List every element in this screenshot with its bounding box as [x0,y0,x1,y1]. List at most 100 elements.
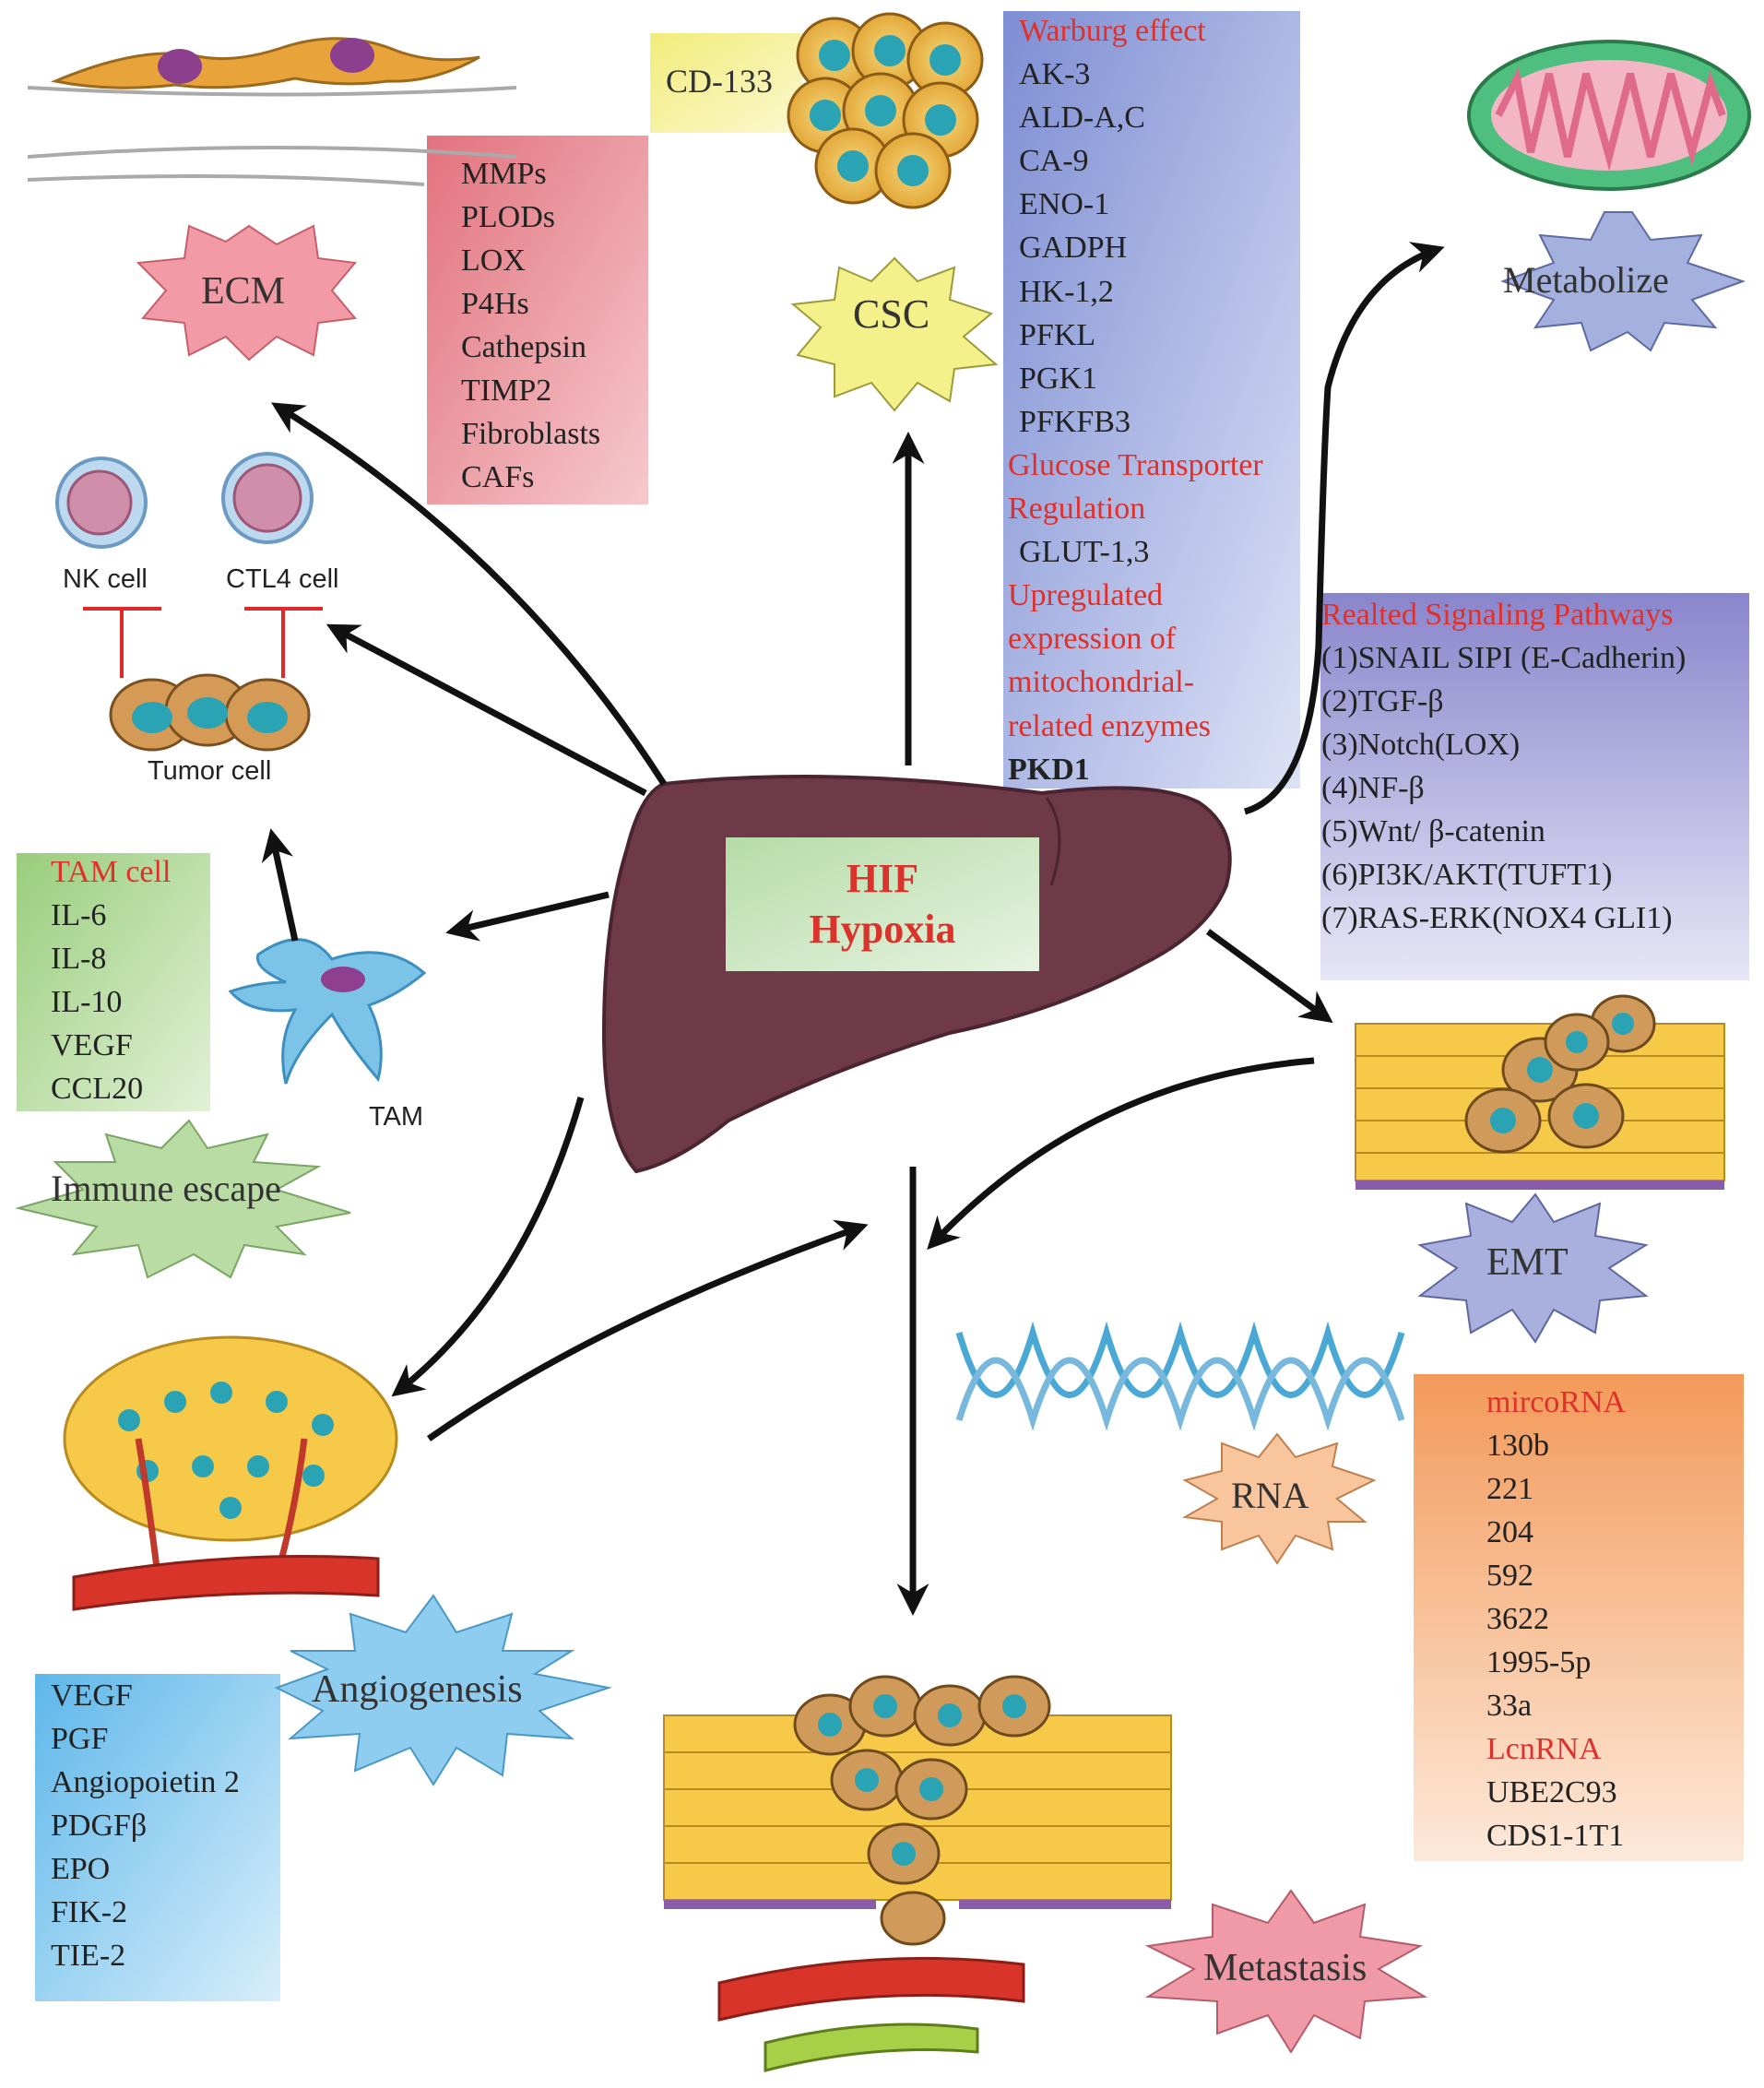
mito-header: mitochondrial- [1008,665,1195,700]
ecm-item: LOX [461,243,526,278]
warburg-item: HK-1,2 [1019,274,1114,309]
signaling-item: (2)TGF-β [1321,684,1444,718]
rna-box-bg [1414,1374,1744,1861]
angio-item: TIE-2 [51,1939,126,1973]
emt-starburst [1417,1192,1649,1344]
tam-item: CCL20 [51,1072,144,1106]
mito-header: Upregulated [1008,578,1164,613]
nk-cell-illustration [55,457,148,549]
ecm-starburst [136,224,357,362]
rna-label: RNA [1231,1475,1309,1516]
metastasis-tissue-illustration [663,1675,1172,2072]
tam-item: IL-6 [51,898,107,932]
rna-list: mircoRNA 130b 221 204 592 3622 1995-5p 3… [1486,1381,1626,1857]
ecm-box-bg [427,136,648,504]
warburg-item: ENO-1 [1019,187,1110,222]
ecm-item: PLODs [461,200,556,234]
signaling-item: (5)Wnt/ β-catenin [1321,814,1545,848]
hub-box-bg [726,837,1039,971]
ecm-label: ECM [201,270,286,313]
tam-cell-illustration [228,938,427,1085]
mirna-item: 33a [1486,1689,1533,1723]
tam-cytokine-list: TAM cell IL-6 IL-8 IL-10 VEGF CCL20 [51,850,171,1110]
ecm-item: Fibroblasts [461,417,601,451]
rna-starburst [1181,1432,1377,1565]
mirna-item: 221 [1486,1472,1533,1506]
tumor-cell-label: Tumor cell [148,756,272,786]
angiogenesis-list: VEGF PGF Angiopoietin 2 PDGFβ EPO FIK-2 … [51,1674,240,1977]
signaling-list: Realted Signaling Pathways (1)SNAIL SIPI… [1321,593,1686,940]
angiogenesis-tumor-illustration [63,1335,398,1611]
cd133-marker: CD-133 [666,63,773,100]
csc-label: CSC [853,291,930,337]
metabolize-label: Metabolize [1503,259,1669,301]
mirna-header: mircoRNA [1486,1385,1627,1419]
signaling-item: (7)RAS-ERK(NOX4 GLI1) [1321,901,1673,935]
mito-header: related enzymes [1008,708,1211,743]
csc-starburst [790,256,999,412]
tam-item: IL-8 [51,942,107,976]
lncrna-item: UBE2C93 [1486,1775,1617,1809]
emt-tissue-illustration [1355,994,1725,1190]
warburg-item: AK-3 [1019,57,1091,92]
warburg-item: CA-9 [1019,144,1089,179]
mirna-item: 204 [1486,1515,1533,1549]
glut-header-2: Regulation [1008,492,1146,527]
arrow-to-metabolize [1243,242,1445,815]
signaling-item: (4)NF-β [1321,771,1425,805]
nk-cell-label: NK cell [63,564,148,594]
angio-item: PGF [51,1722,109,1756]
arrow-angiogenesis-to-center [426,1219,869,1441]
metastasis-starburst [1144,1889,1428,2054]
tam-box-bg [17,853,210,1111]
tam-item: IL-10 [51,985,123,1019]
tumor-cells-illustration [109,673,311,752]
immune-escape-starburst [15,1119,351,1279]
ecm-item: Cathepsin [461,330,586,364]
ecm-factors-list: MMPs PLODs LOX P4Hs Cathepsin TIMP2 Fibr… [461,152,600,499]
inhibition-bars [83,607,323,678]
immune-escape-label: Immune escape [51,1168,281,1209]
flow-arrows [261,242,1445,1616]
angio-item: Angiopoietin 2 [51,1765,240,1799]
angio-item: EPO [51,1852,111,1886]
tam-label: TAM [369,1102,424,1132]
signaling-item: (6)PI3K/AKT(TUFT1) [1321,858,1613,892]
mirna-item: 3622 [1486,1602,1549,1636]
angio-item: PDGFβ [51,1809,148,1843]
ctl-cell-illustration [221,452,314,544]
warburg-header: Warburg effect [1019,14,1206,48]
signaling-header: Realted Signaling Pathways [1321,598,1674,632]
arrow-emt-to-center [927,1057,1315,1251]
angio-box-bg [35,1674,280,2001]
mito-item: PKD1 [1008,752,1090,787]
hub-label: HIF Hypoxia [726,853,1039,955]
ecm-item: P4Hs [461,287,529,321]
glut-item: GLUT-1,3 [1019,535,1150,570]
metabolism-box-bg [1003,11,1300,789]
arrow-to-tam [445,891,610,942]
fibroblast-illustration [27,37,517,186]
warburg-item: ALD-A,C [1019,101,1145,136]
cd133-box-bg [650,33,802,133]
warburg-item: PFKFB3 [1019,404,1131,439]
signaling-box-bg [1320,593,1749,980]
arrow-to-angiogenesis [391,1097,585,1397]
mirna-item: 592 [1486,1559,1533,1593]
lncrna-header: LcnRNA [1486,1732,1602,1766]
signaling-item: (3)Notch(LOX) [1321,728,1521,762]
mitochondrion-illustration [1467,40,1751,191]
arrow-to-immune-cells [326,623,647,797]
ecm-item: CAFs [461,460,535,494]
emt-label: EMT [1486,1241,1569,1284]
angio-item: VEGF [51,1679,133,1713]
mirna-item: 130b [1486,1429,1549,1463]
mirna-item: 1995-5p [1486,1645,1592,1679]
rna-helix-illustration [955,1321,1405,1431]
arrow-tam-to-tumor [261,828,299,942]
tam-header: TAM cell [51,855,172,889]
angio-item: FIK-2 [51,1895,128,1929]
warburg-item: GADPH [1019,231,1128,266]
angiogenesis-label: Angiogenesis [312,1668,523,1711]
